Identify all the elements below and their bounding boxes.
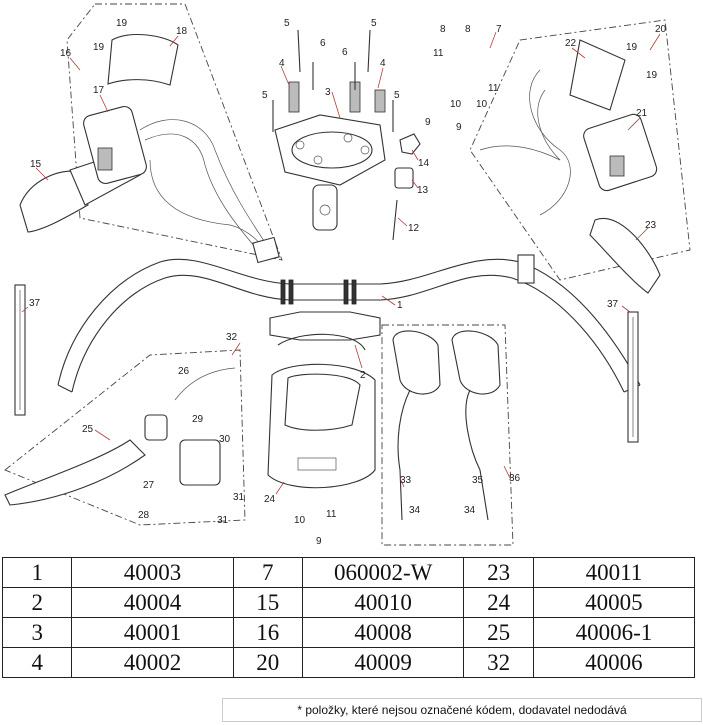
part-code: 40001	[71, 617, 234, 648]
part-number: 3	[1, 617, 73, 648]
callout-4a: 4	[279, 58, 285, 69]
exploded-parts-diagram: 1 2 3 4 4 5 5 5 5 6 6 7 8 8 9 9 9 10 10 …	[4, 3, 691, 547]
part-number: 16	[232, 617, 304, 648]
callout-6b: 6	[342, 47, 348, 58]
part-code: 40004	[71, 587, 234, 618]
part-number: 15	[232, 587, 304, 618]
left-switch-assembly	[19, 3, 283, 264]
table-row: 2 40004 15 40010 24 40005	[1, 587, 696, 618]
part-number: 2	[1, 587, 73, 618]
part-number: 24	[463, 587, 534, 618]
callout-31a: 31	[233, 492, 245, 503]
callout-23: 23	[645, 220, 657, 231]
callout-37b: 37	[607, 299, 619, 310]
mirror-assembly	[381, 324, 514, 546]
callout-15: 15	[30, 159, 42, 170]
callout-22: 22	[565, 38, 577, 49]
callout-24: 24	[264, 494, 276, 505]
part-number: 25	[463, 617, 534, 648]
callout-9a: 9	[425, 117, 431, 128]
callout-18: 18	[176, 26, 188, 37]
part-number: 23	[463, 557, 534, 588]
part-number: 32	[463, 647, 534, 678]
parts-code-table: 1 40003 7 060002-W 23 40011 2 40004 15 4…	[1, 557, 696, 678]
callout-33: 33	[400, 475, 412, 486]
callout-5d: 5	[394, 90, 400, 101]
callout-10b: 10	[476, 99, 488, 110]
callout-19b: 19	[93, 42, 105, 53]
callout-2: 2	[360, 370, 366, 381]
callout-14: 14	[418, 158, 430, 169]
callout-31b: 31	[217, 515, 229, 526]
part-number: 20	[232, 647, 304, 678]
callout-26: 26	[178, 366, 190, 377]
callout-34b: 34	[464, 505, 476, 516]
part-code: 40006-1	[532, 617, 696, 648]
callout-35: 35	[472, 475, 484, 486]
callout-9c: 9	[316, 536, 322, 547]
cable-ties	[14, 284, 639, 443]
callout-11a: 11	[433, 48, 444, 59]
callout-25: 25	[82, 424, 94, 435]
callout-27: 27	[143, 480, 155, 491]
part-code: 060002-W	[302, 557, 465, 588]
callout-19d: 19	[646, 70, 658, 81]
callout-7: 7	[496, 24, 502, 35]
callout-19a: 19	[116, 18, 128, 29]
cowl-part-24	[267, 363, 376, 489]
callout-12: 12	[408, 223, 420, 234]
part-number: 7	[232, 557, 304, 588]
callout-5a: 5	[284, 18, 290, 29]
callout-6a: 6	[320, 38, 326, 49]
callout-8b: 8	[465, 24, 471, 35]
part-code: 40009	[302, 647, 465, 678]
callout-21: 21	[636, 108, 648, 119]
callout-19c: 19	[626, 42, 638, 53]
table-row: 1 40003 7 060002-W 23 40011	[1, 557, 696, 588]
callout-30: 30	[219, 434, 231, 445]
part-code: 40005	[532, 587, 696, 618]
callout-8a: 8	[440, 24, 446, 35]
callout-13: 13	[417, 185, 429, 196]
callout-20: 20	[655, 24, 667, 35]
callout-4b: 4	[380, 58, 386, 69]
part-code: 40006	[532, 647, 696, 678]
callout-36: 36	[509, 473, 521, 484]
lever-assembly	[4, 349, 246, 526]
footnote: * položky, které nejsou označené kódem, …	[222, 698, 702, 722]
callout-1: 1	[397, 300, 403, 311]
callout-11c: 11	[326, 509, 337, 520]
part-code: 40002	[71, 647, 234, 678]
callout-16: 16	[60, 48, 72, 59]
callout-5b: 5	[262, 90, 268, 101]
center-clamp-assembly	[269, 29, 421, 351]
table-row: 3 40001 16 40008 25 40006-1	[1, 617, 696, 648]
callout-17: 17	[93, 85, 105, 96]
callout-3: 3	[325, 87, 331, 98]
callout-28: 28	[138, 510, 150, 521]
right-switch-assembly	[469, 19, 691, 294]
part-number: 1	[1, 557, 73, 588]
part-code: 40010	[302, 587, 465, 618]
table-row: 4 40002 20 40009 32 40006	[1, 647, 696, 678]
callout-11b: 11	[488, 83, 499, 94]
callout-34a: 34	[409, 505, 421, 516]
part-code: 40011	[532, 557, 696, 588]
part-code: 40008	[302, 617, 465, 648]
part-number: 4	[1, 647, 73, 678]
part-code: 40003	[71, 557, 234, 588]
callout-10a: 10	[450, 99, 462, 110]
callout-9b: 9	[456, 122, 462, 133]
callout-labels: 1 2 3 4 4 5 5 5 5 6 6 7 8 8 9 9 9 10 10 …	[21, 18, 667, 547]
callout-37a: 37	[29, 298, 41, 309]
callout-5c: 5	[371, 18, 377, 29]
callout-32: 32	[226, 332, 238, 343]
callout-29: 29	[192, 414, 204, 425]
callout-10c: 10	[294, 515, 306, 526]
